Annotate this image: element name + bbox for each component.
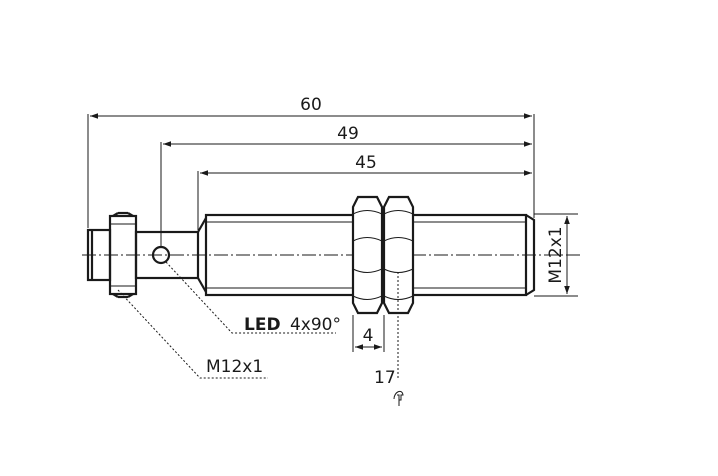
svg-text:LED 4x90°: LED 4x90° <box>244 315 341 335</box>
leader-connector-thread <box>117 289 268 379</box>
led-housing <box>134 217 207 293</box>
dim-wrench-size: 17 <box>374 368 396 388</box>
dim-thread-length-to-led: 49 <box>337 124 359 144</box>
hex-nut-right <box>382 195 415 315</box>
dim-thread-size-right: M12x1 <box>546 226 566 283</box>
connector-end <box>86 211 138 299</box>
hex-nut-left <box>351 195 384 315</box>
dim-thread-length: 45 <box>355 153 377 173</box>
label-led: LED <box>244 315 281 335</box>
dim-nut-width: 4 <box>363 326 374 346</box>
label-led-spec: 4x90° <box>290 315 341 335</box>
led-window <box>151 245 171 265</box>
label-thread-size-connector: M12x1 <box>206 357 263 377</box>
dim-overall-length: 60 <box>300 95 322 115</box>
leader-led <box>165 261 336 334</box>
wrench-icon <box>393 390 404 406</box>
